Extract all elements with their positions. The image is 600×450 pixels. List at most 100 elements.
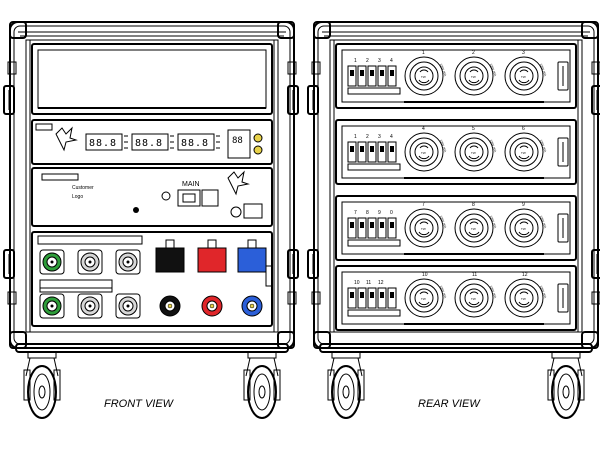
side-handle — [3, 249, 15, 279]
outlet-number: 10 — [422, 272, 428, 278]
breaker — [357, 287, 367, 309]
outlet-number: 1 — [422, 50, 425, 56]
caster-fork-side — [547, 369, 555, 401]
selector-switch-block — [227, 129, 251, 159]
outlet-rating: 125V 20A — [439, 215, 447, 229]
socket-plate — [77, 293, 103, 319]
distro-panel-frame — [335, 119, 577, 185]
distro-panel-frame — [335, 43, 577, 109]
outlet-bezel — [404, 208, 444, 248]
main-label: MAIN — [182, 181, 200, 188]
outlet-face — [464, 142, 484, 162]
outlet-face-text: TW — [421, 227, 426, 231]
socket-pin — [126, 260, 130, 264]
breaker-toggle — [390, 222, 394, 228]
socket-plate — [115, 293, 141, 319]
breaker — [347, 65, 357, 87]
breaker-toggle — [370, 222, 374, 228]
outlet-slot — [469, 221, 479, 225]
breaker — [387, 287, 397, 309]
outlet-ring — [459, 61, 489, 91]
caster-wheel — [331, 365, 361, 419]
outlet-rating: 125V 20A — [489, 285, 497, 299]
breaker — [357, 141, 367, 163]
panel-handle — [557, 213, 569, 243]
corner-protector — [313, 331, 331, 349]
rack-frame — [329, 39, 583, 333]
outlet-slot — [519, 291, 529, 295]
bee-logo-icon — [55, 126, 78, 152]
outlet-slot — [518, 155, 530, 160]
outlet-number: 5 — [472, 126, 475, 132]
latch — [287, 61, 297, 75]
meter-display-frame — [177, 133, 215, 151]
outlet-bezel — [404, 56, 444, 96]
outlet-face — [514, 142, 534, 162]
connector-panel-header — [37, 235, 143, 245]
side-handle — [591, 85, 600, 115]
outlet-ring — [409, 283, 439, 313]
meter-display: 88.8 — [177, 133, 220, 151]
breaker-label-strip — [347, 309, 401, 317]
corner-protector — [313, 21, 331, 39]
socket-plate — [115, 249, 141, 275]
outlet-slot — [519, 145, 529, 149]
breaker-toggle — [360, 146, 364, 152]
outlet-number: 8 — [472, 202, 475, 208]
caster — [547, 351, 585, 419]
powerlock-pin — [167, 303, 173, 309]
outlet-ring — [459, 137, 489, 167]
blank-panel-inner — [37, 49, 267, 109]
breaker — [347, 217, 357, 239]
caster-plate — [331, 351, 361, 359]
outlet-slot — [468, 301, 480, 306]
breaker — [367, 287, 377, 309]
breaker — [357, 217, 367, 239]
socket-grey — [115, 293, 141, 319]
caster-wheel-hub — [337, 373, 355, 411]
outlet-slot — [469, 69, 479, 73]
breaker-toggle — [350, 222, 354, 228]
outlet-ring — [509, 283, 539, 313]
socket-plate — [39, 249, 65, 275]
powerlock-cover — [155, 247, 185, 273]
breaker-toggle — [370, 292, 374, 298]
breaker-number: 8 — [366, 210, 369, 216]
outlet-rating: 125V 20A — [539, 63, 547, 77]
caster-axle — [38, 385, 46, 399]
latch — [311, 291, 321, 305]
corner-protector — [9, 21, 27, 39]
outlet-face-text: TW — [521, 227, 526, 231]
breaker-number: 4 — [390, 58, 393, 64]
outlet-bezel — [504, 56, 544, 96]
breaker-number: 1 — [354, 134, 357, 140]
caster-plate — [27, 351, 57, 359]
rcd-button — [230, 206, 242, 218]
outlet-bezel — [504, 278, 544, 318]
outlet-slot — [419, 221, 429, 225]
caster-fork-side — [577, 369, 585, 401]
connector-panel — [31, 231, 273, 327]
breaker-toggle — [390, 292, 394, 298]
powerlock-hinge — [165, 239, 175, 249]
caster-wheel-hub — [33, 373, 51, 411]
breaker-number: 12 — [378, 280, 384, 286]
meter-display-frame — [85, 133, 123, 151]
breaker — [387, 65, 397, 87]
outlet-slot — [468, 231, 480, 236]
breaker-label-strip — [347, 239, 401, 247]
outlet-ring — [409, 137, 439, 167]
breaker-number: 0 — [390, 210, 393, 216]
outlet-number: 3 — [522, 50, 525, 56]
outlet-slot — [519, 221, 529, 225]
breaker — [387, 141, 397, 163]
caster-fork — [25, 357, 59, 377]
breaker-number: 2 — [366, 134, 369, 140]
